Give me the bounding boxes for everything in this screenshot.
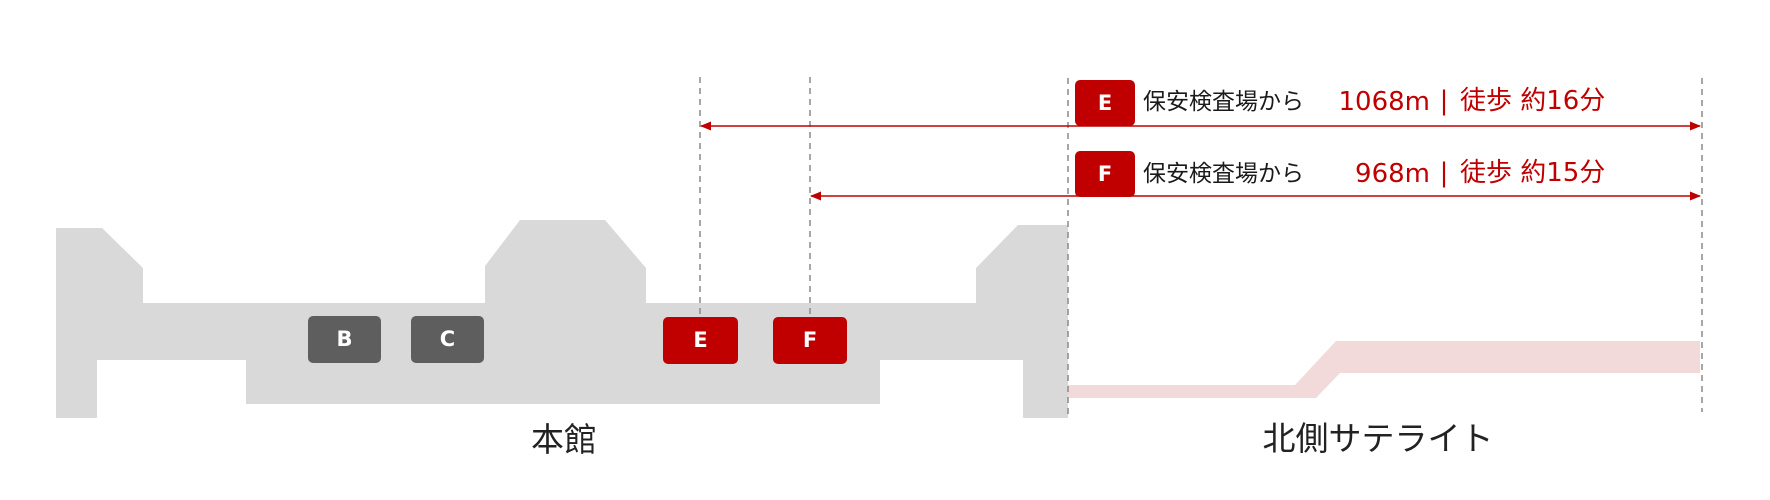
main-terminal-building <box>56 220 1068 418</box>
main-building-label: 本館 <box>531 420 597 459</box>
route-e-separator: | <box>1440 86 1449 116</box>
gate-f-label: F <box>803 328 817 352</box>
route-f-separator: | <box>1440 158 1449 188</box>
route-info-f: F 保安検査場から 968m | 徒歩 約15分 <box>1075 151 1605 197</box>
gate-badge-c: C <box>411 316 484 363</box>
route-f-origin-label: 保安検査場から <box>1143 161 1304 187</box>
north-satellite-label: 北側サテライト <box>1263 419 1494 458</box>
route-e-walk-time: 徒歩 約16分 <box>1460 86 1605 116</box>
gate-e-label: E <box>693 328 707 352</box>
route-info-e: E 保安検査場から 1068m | 徒歩 約16分 <box>1075 80 1605 126</box>
gate-badge-e: E <box>663 317 738 364</box>
gate-c-label: C <box>440 327 455 351</box>
gate-b-label: B <box>336 327 352 351</box>
route-f-walk-time: 徒歩 約15分 <box>1460 158 1605 188</box>
route-f-distance: 968m <box>1355 159 1430 189</box>
route-f-badge-label: F <box>1098 162 1112 186</box>
route-e-distance: 1068m <box>1339 87 1431 117</box>
route-e-badge-label: E <box>1098 91 1112 115</box>
route-e-origin-label: 保安検査場から <box>1143 89 1304 115</box>
north-satellite-walkway <box>1068 341 1700 398</box>
gate-badge-b: B <box>308 316 381 363</box>
gate-badge-f: F <box>773 317 847 364</box>
